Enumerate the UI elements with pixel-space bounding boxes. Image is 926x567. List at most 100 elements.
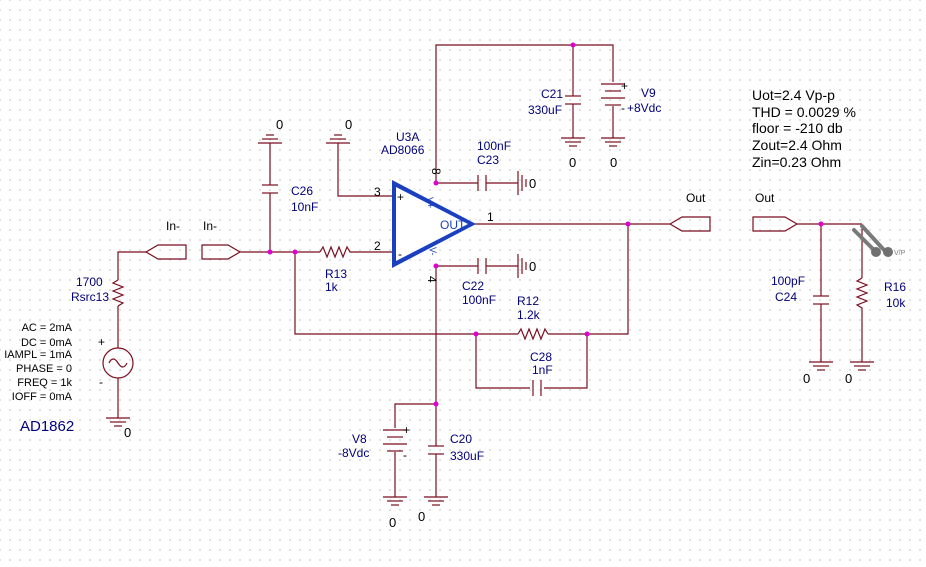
svg-text:IAMPL = 1mA: IAMPL = 1mA: [4, 349, 72, 361]
svg-text:0: 0: [389, 515, 396, 530]
svg-text:0: 0: [418, 509, 425, 524]
resistor-rsrc13: 1700 Rsrc13: [71, 275, 125, 307]
svg-text:0: 0: [276, 117, 283, 132]
svg-text:FREQ = 1k: FREQ = 1k: [17, 377, 72, 389]
svg-text:2: 2: [374, 239, 381, 253]
capacitor-c22: C22 100nF: [462, 258, 496, 307]
capacitor-c20: C20 330uF: [428, 432, 484, 463]
svg-text:U3A: U3A: [396, 130, 419, 144]
svg-text:+: +: [397, 190, 404, 204]
svg-text:1nF: 1nF: [532, 363, 553, 377]
svg-text:C26: C26: [291, 184, 313, 198]
svg-text:330uF: 330uF: [450, 449, 484, 463]
svg-text:Uot=2.4 Vp-p: Uot=2.4 Vp-p: [752, 87, 835, 103]
svg-text:-: -: [621, 101, 625, 115]
svg-text:10nF: 10nF: [291, 200, 318, 214]
net-in-right: In-: [201, 219, 242, 260]
svg-text:100nF: 100nF: [477, 139, 511, 153]
ground-plus: 0: [326, 117, 352, 144]
svg-text:V8: V8: [352, 432, 367, 446]
svg-text:AD1862: AD1862: [20, 418, 74, 435]
svg-text:0: 0: [345, 117, 352, 132]
svg-text:C20: C20: [450, 432, 472, 446]
net-in-left: In-: [144, 219, 187, 260]
svg-text:-: -: [403, 448, 407, 462]
svg-text:0: 0: [845, 371, 852, 386]
svg-text:Zin=0.23 Ohm: Zin=0.23 Ohm: [752, 154, 841, 170]
wires: [117, 44, 863, 497]
svg-text:DC = 0mA: DC = 0mA: [21, 337, 73, 349]
svg-text:OUT: OUT: [440, 218, 466, 232]
svg-text:V+: V+: [425, 197, 435, 208]
ground-c26: 0: [258, 117, 283, 144]
resistor-r16: R16 10k: [855, 277, 906, 310]
net-out-right: Out: [752, 191, 799, 232]
svg-text:+: +: [98, 335, 105, 349]
ground-r16: 0: [845, 361, 874, 386]
svg-text:330uF: 330uF: [528, 103, 562, 117]
svg-text:C28: C28: [530, 350, 552, 364]
svg-text:0: 0: [569, 155, 576, 170]
svg-text:1k: 1k: [325, 280, 339, 294]
svg-text:10k: 10k: [886, 296, 906, 310]
ground-v9: 0: [601, 137, 625, 170]
svg-text:+: +: [621, 79, 628, 93]
svg-text:3: 3: [374, 185, 381, 199]
svg-text:Out: Out: [755, 191, 775, 205]
svg-text:C24: C24: [775, 290, 797, 304]
resistor-r12: R12 1.2k: [517, 294, 549, 341]
net-out-left: Out: [668, 191, 711, 232]
resistor-r13: R13 1k: [319, 245, 352, 294]
svg-text:0: 0: [124, 425, 131, 440]
ground-c24: 0: [803, 361, 833, 386]
svg-text:1700: 1700: [76, 275, 103, 289]
current-source: + - AC = 2mA DC = 0mA IAMPL = 1mA PHASE …: [4, 322, 134, 435]
junctions: [267, 42, 824, 407]
capacitor-c26: C26 10nF: [262, 184, 318, 214]
svg-text:In-: In-: [203, 219, 217, 233]
svg-text:-: -: [398, 247, 402, 261]
svg-text:R16: R16: [884, 280, 906, 294]
capacitor-c28: C28 1nF: [530, 350, 553, 396]
capacitor-c23: 100nF C23: [477, 139, 511, 191]
svg-text:+8Vdc: +8Vdc: [627, 101, 661, 115]
svg-text:0: 0: [610, 155, 617, 170]
voltage-probe[interactable]: V/P: [852, 224, 906, 257]
svg-text:R13: R13: [325, 267, 347, 281]
svg-text:0: 0: [529, 259, 536, 274]
svg-text:0: 0: [803, 371, 810, 386]
svg-text:C21: C21: [541, 87, 563, 101]
svg-text:4: 4: [425, 276, 439, 283]
svg-text:In-: In-: [166, 219, 180, 233]
svg-text:+: +: [403, 423, 410, 437]
svg-text:C23: C23: [477, 153, 499, 167]
ground-source: 0: [106, 417, 131, 440]
svg-text:V/P: V/P: [894, 250, 906, 257]
voltage-source-v8: + - V8 -8Vdc: [338, 423, 410, 462]
svg-text:R12: R12: [517, 294, 539, 308]
svg-text:100nF: 100nF: [462, 293, 496, 307]
svg-text:THD = 0.0029 %: THD = 0.0029 %: [752, 104, 856, 120]
ground-c23: 0: [517, 171, 536, 195]
svg-text:AD8066: AD8066: [381, 143, 425, 157]
voltage-source-v9: + - V9 +8Vdc: [601, 79, 661, 115]
svg-text:AC = 2mA: AC = 2mA: [22, 322, 73, 334]
ground-c21: 0: [561, 137, 585, 170]
svg-text:-: -: [99, 375, 103, 389]
capacitor-c21: C21 330uF: [528, 87, 581, 117]
ground-c20: 0: [418, 496, 448, 524]
svg-text:V-: V-: [428, 247, 438, 256]
svg-text:Zout=2.4 Ohm: Zout=2.4 Ohm: [752, 137, 842, 153]
svg-text:-8Vdc: -8Vdc: [338, 446, 369, 460]
svg-text:1.2k: 1.2k: [517, 308, 541, 322]
svg-text:100pF: 100pF: [771, 274, 805, 288]
opamp-u3a: + - V+ V- OUT 3 2 1 8 4 U3A AD8066: [374, 130, 494, 283]
svg-text:V9: V9: [641, 86, 656, 100]
svg-text:floor = -210 db: floor = -210 db: [752, 120, 843, 136]
svg-text:C22: C22: [462, 279, 484, 293]
svg-text:0: 0: [529, 176, 536, 191]
svg-text:PHASE = 0: PHASE = 0: [16, 363, 72, 375]
svg-text:Rsrc13: Rsrc13: [71, 290, 109, 304]
